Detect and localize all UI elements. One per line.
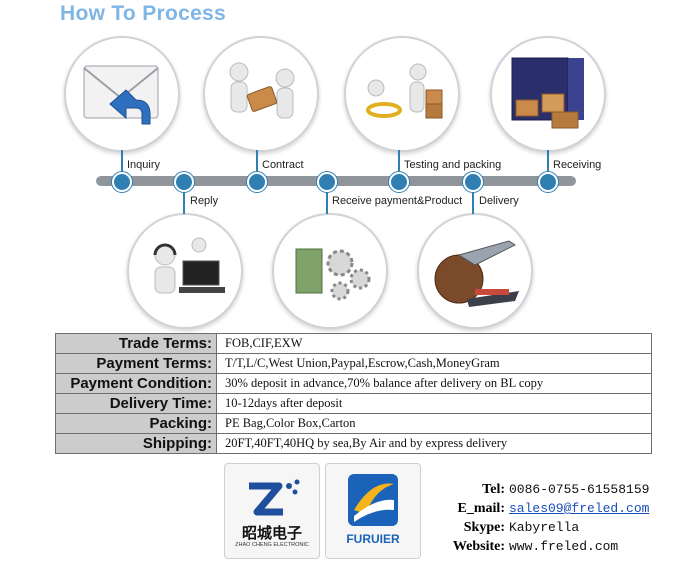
support-agents-icon <box>153 237 225 294</box>
delivery-time-label: Delivery Time: <box>55 393 217 414</box>
receiving-container-image <box>490 36 606 152</box>
step-payment-label: Receive payment&Product <box>332 195 463 207</box>
delivery-connector <box>472 184 474 214</box>
shipping-value: 20FT,40FT,40HQ by sea,By Air and by expr… <box>216 433 652 454</box>
table-row: Shipping: 20FT,40FT,40HQ by sea,By Air a… <box>55 433 652 454</box>
payment-condition-value: 30% deposit in advance,70% balance after… <box>216 373 652 394</box>
plane-ship-globe-icon <box>434 240 519 307</box>
zhaocheng-logo: 昭城电子 ZHAO CHENG ELECTRONIC <box>224 463 320 559</box>
table-row: Packing: PE Bag,Color Box,Carton <box>55 413 652 434</box>
money-gears-icon <box>295 248 371 301</box>
step-contract-label: Contract <box>262 159 304 171</box>
envelope-icon <box>83 65 159 125</box>
table-row: Trade Terms: FOB,CIF,EXW <box>55 333 652 354</box>
packing-value: PE Bag,Color Box,Carton <box>216 413 652 434</box>
page-title: How To Process <box>60 2 227 25</box>
contract-handshake-image <box>203 36 319 152</box>
tel-value: 0086-0755-61558159 <box>509 482 650 497</box>
furuier-name: FURUIER <box>346 532 400 546</box>
step-inquiry-label: Inquiry <box>127 159 161 171</box>
step-reply-label: Reply <box>190 195 219 207</box>
website-value: www.freled.com <box>509 539 619 554</box>
inquiry-connector <box>121 150 123 180</box>
furuier-emblem-icon <box>348 474 398 526</box>
inquiry-envelope-image <box>64 36 180 152</box>
payment-terms-value: T/T,L/C,West Union,Paypal,Escrow,Cash,Mo… <box>216 353 652 374</box>
tel-label: Tel: <box>482 482 505 497</box>
zhaocheng-emblem-icon <box>249 479 300 516</box>
step-receiving-label: Receiving <box>553 159 602 171</box>
skype-label: Skype: <box>463 520 505 535</box>
table-row: Delivery Time: 10-12days after deposit <box>55 393 652 414</box>
step-testing-label: Testing and packing <box>404 159 502 171</box>
receiving-connector <box>547 150 549 180</box>
payment-terms-label: Payment Terms: <box>55 353 217 374</box>
table-row: Payment Terms: T/T,L/C,West Union,Paypal… <box>55 353 652 374</box>
trade-terms-value: FOB,CIF,EXW <box>216 333 652 354</box>
payment-condition-label: Payment Condition: <box>55 373 217 394</box>
payment-gears-image <box>272 213 388 329</box>
skype-value: Kabyrella <box>509 520 580 535</box>
zhaocheng-cn-name: 昭城电子 <box>241 524 302 542</box>
reply-connector <box>183 184 185 214</box>
contract-connector <box>256 150 258 180</box>
testing-connector <box>398 150 400 180</box>
payment-node <box>317 172 337 192</box>
terms-table: Trade Terms: FOB,CIF,EXW Payment Terms: … <box>55 333 652 454</box>
testing-node <box>389 172 409 192</box>
reply-node <box>174 172 194 192</box>
contact-skype-row: Skype: Kabyrella <box>427 518 579 538</box>
reply-headset-image <box>127 213 243 329</box>
contact-tel-row: Tel: 0086-0755-61558159 <box>427 480 649 500</box>
delivery-time-value: 10-12days after deposit <box>216 393 652 414</box>
zhaocheng-en-name: ZHAO CHENG ELECTRONIC <box>235 542 309 548</box>
testing-packing-image <box>344 36 460 152</box>
payment-connector <box>326 184 328 214</box>
container-icon <box>511 57 584 129</box>
figures-contract-icon <box>229 62 295 119</box>
contract-node <box>247 172 267 192</box>
contact-email-row: E_mail: sales09@freled.com <box>427 499 650 519</box>
packing-label: Packing: <box>55 413 217 434</box>
delivery-plane-ship-image <box>417 213 533 329</box>
table-row: Payment Condition: 30% deposit in advanc… <box>55 373 652 394</box>
website-label: Website: <box>452 539 505 554</box>
step-delivery-label: Delivery <box>479 195 519 207</box>
shipping-label: Shipping: <box>55 433 217 454</box>
contact-website-row: Website: www.freled.com <box>427 537 618 557</box>
trade-terms-label: Trade Terms: <box>55 333 217 354</box>
inquiry-node <box>112 172 132 192</box>
delivery-node <box>463 172 483 192</box>
furuier-logo: FURUIER <box>325 463 421 559</box>
receiving-node <box>538 172 558 192</box>
email-label: E_mail: <box>457 501 505 516</box>
figures-packing-icon <box>366 63 443 119</box>
email-link[interactable]: sales09@freled.com <box>509 501 650 516</box>
